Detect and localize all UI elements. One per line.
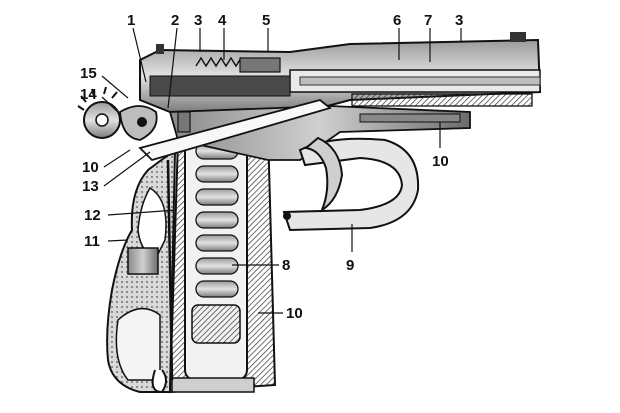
lanyard-loop (151, 369, 167, 394)
callout-10-grip: 10 (286, 305, 303, 322)
barrel-bore (299, 76, 541, 86)
grip-lower-cutout (115, 307, 161, 381)
callout-13: 13 (82, 178, 99, 195)
magazine-baseplate (171, 377, 255, 393)
firing-pin-spring (195, 56, 247, 68)
callout-4: 4 (218, 12, 227, 29)
extractor (239, 57, 281, 73)
hammer (77, 86, 121, 139)
callout-6: 6 (393, 12, 401, 29)
cartridge-stack (195, 142, 239, 298)
leader-lines (101, 27, 462, 314)
callout-12: 12 (84, 207, 101, 224)
front-sight (510, 32, 526, 42)
recoil-spring (351, 93, 533, 107)
magazine-catch (127, 247, 159, 275)
slide-stop (177, 111, 191, 133)
callout-3-right: 3 (455, 12, 463, 29)
callout-10-hammer: 10 (82, 159, 99, 176)
trigger (303, 136, 344, 213)
trigger-guard (282, 137, 420, 232)
callout-15: 15 (80, 65, 97, 82)
callout-1: 1 (127, 12, 135, 29)
trigger-pin (283, 212, 291, 220)
mainspring (166, 159, 174, 381)
callout-5: 5 (262, 12, 270, 29)
sear-pin (137, 117, 147, 127)
callout-8: 8 (282, 257, 290, 274)
callout-2: 2 (171, 12, 179, 29)
callout-9: 9 (346, 257, 354, 274)
slide-inner-block (149, 75, 291, 97)
callout-7: 7 (424, 12, 432, 29)
callout-3-left: 3 (194, 12, 202, 29)
magazine-follower-spring (191, 304, 241, 344)
frame-rail-detail (359, 113, 461, 123)
trigger-bar (138, 99, 332, 162)
callout-11: 11 (84, 233, 100, 250)
callout-14: 14 (80, 86, 97, 103)
callout-10-frame: 10 (432, 153, 449, 170)
rear-sight (156, 44, 164, 54)
